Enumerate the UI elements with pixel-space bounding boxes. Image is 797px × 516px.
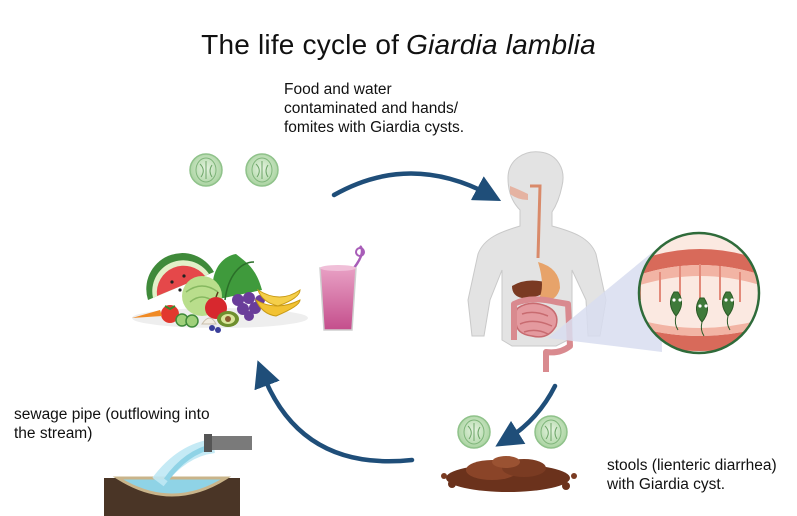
sewage-pipe-icon xyxy=(104,434,252,516)
smoothie-icon xyxy=(320,246,364,330)
giardia-cyst-icon xyxy=(458,416,490,448)
giardia-cyst-icon xyxy=(246,154,278,186)
arrow-food-to-human xyxy=(334,174,490,196)
arrow-stool-to-food xyxy=(262,372,412,461)
giardia-cyst-icon xyxy=(535,416,567,448)
stool-pile-icon xyxy=(441,456,577,492)
giardia-cyst-icon xyxy=(190,154,222,186)
food-pile-icon xyxy=(132,253,308,333)
